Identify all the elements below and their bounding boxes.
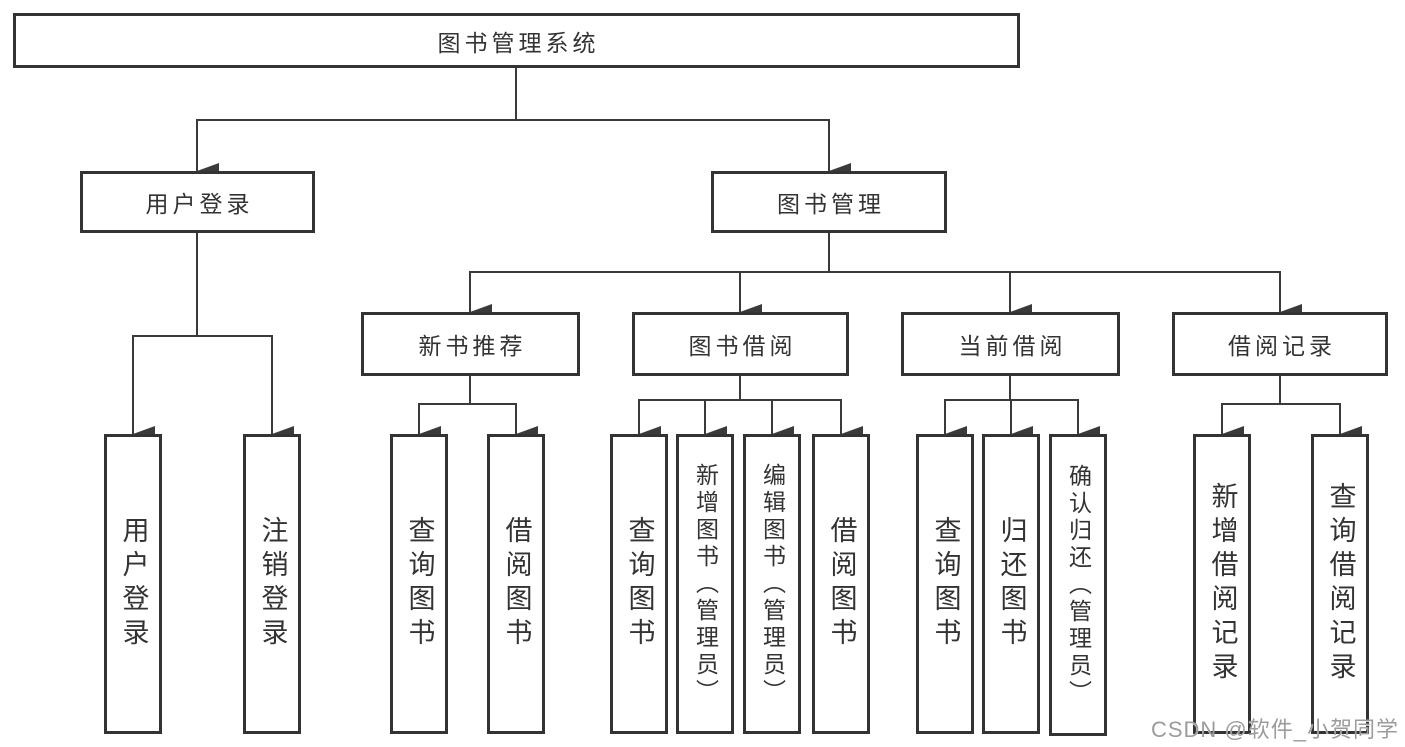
leaf-borrow-add-admin: 新增图书（管理员）: [676, 434, 734, 734]
node-root: 图书管理系统: [13, 13, 1020, 68]
node-new-books: 新书推荐: [361, 312, 580, 376]
leaf-newbooks-query-label: 查询图书: [404, 516, 435, 652]
leaf-current-confirm-admin-label: 确认归还（管理员）: [1065, 463, 1092, 707]
leaf-current-query-label: 查询图书: [930, 516, 961, 652]
node-current-borrow: 当前借阅: [901, 312, 1120, 376]
node-book-borrow: 图书借阅: [632, 312, 849, 376]
leaf-current-return-label: 归还图书: [996, 516, 1027, 652]
leaf-records-add: 新增借阅记录: [1193, 434, 1251, 734]
connector-book-mgmt-to-level3: [469, 233, 1302, 320]
leaf-current-return: 归还图书: [982, 434, 1040, 734]
leaf-logout: 注销登录: [243, 434, 301, 734]
leaf-borrow-edit-admin-label: 编辑图书（管理员）: [759, 462, 786, 706]
connector-user-login-children: [132, 233, 294, 442]
leaf-borrow-query: 查询图书: [610, 434, 668, 734]
leaf-borrow-query-label: 查询图书: [624, 516, 655, 652]
node-user-login-label: 用户登录: [145, 191, 254, 217]
connector-new-books-children: [418, 376, 538, 442]
leaf-logout-label: 注销登录: [257, 516, 288, 652]
leaf-borrow-add-admin-label: 新增图书（管理员）: [692, 462, 719, 706]
connector-current-borrow-children: [944, 376, 1100, 442]
node-new-books-label: 新书推荐: [418, 333, 527, 359]
leaf-borrow-borrow: 借阅图书: [812, 434, 870, 734]
connector-borrow-records-children: [1221, 376, 1362, 442]
node-borrow-records-label: 借阅记录: [1228, 333, 1336, 359]
node-borrow-records: 借阅记录: [1172, 312, 1388, 376]
watermark-text: CSDN @软件_小贺同学: [1150, 717, 1399, 742]
connector-root-to-level2: [196, 68, 851, 179]
leaf-newbooks-borrow: 借阅图书: [487, 434, 545, 734]
node-root-label: 图书管理系统: [437, 29, 600, 56]
leaf-user-login-label: 用户登录: [118, 516, 149, 652]
leaf-records-query: 查询借阅记录: [1311, 434, 1369, 734]
leaf-borrow-borrow-label: 借阅图书: [826, 516, 857, 652]
leaf-current-query: 查询图书: [916, 434, 974, 734]
node-book-borrow-label: 图书借阅: [688, 333, 797, 359]
node-book-mgmt: 图书管理: [711, 171, 947, 233]
connector-book-borrow-children: [638, 376, 863, 442]
leaf-records-add-label: 新增借阅记录: [1207, 482, 1238, 686]
leaf-newbooks-query: 查询图书: [390, 434, 448, 734]
leaf-user-login: 用户登录: [104, 434, 162, 734]
leaf-records-query-label: 查询借阅记录: [1325, 482, 1356, 686]
node-book-mgmt-label: 图书管理: [777, 191, 885, 217]
node-current-borrow-label: 当前借阅: [958, 333, 1067, 359]
leaf-newbooks-borrow-label: 借阅图书: [501, 516, 532, 652]
leaf-borrow-edit-admin: 编辑图书（管理员）: [743, 434, 801, 734]
node-user-login: 用户登录: [80, 171, 315, 233]
leaf-current-confirm-admin: 确认归还（管理员）: [1049, 434, 1107, 736]
